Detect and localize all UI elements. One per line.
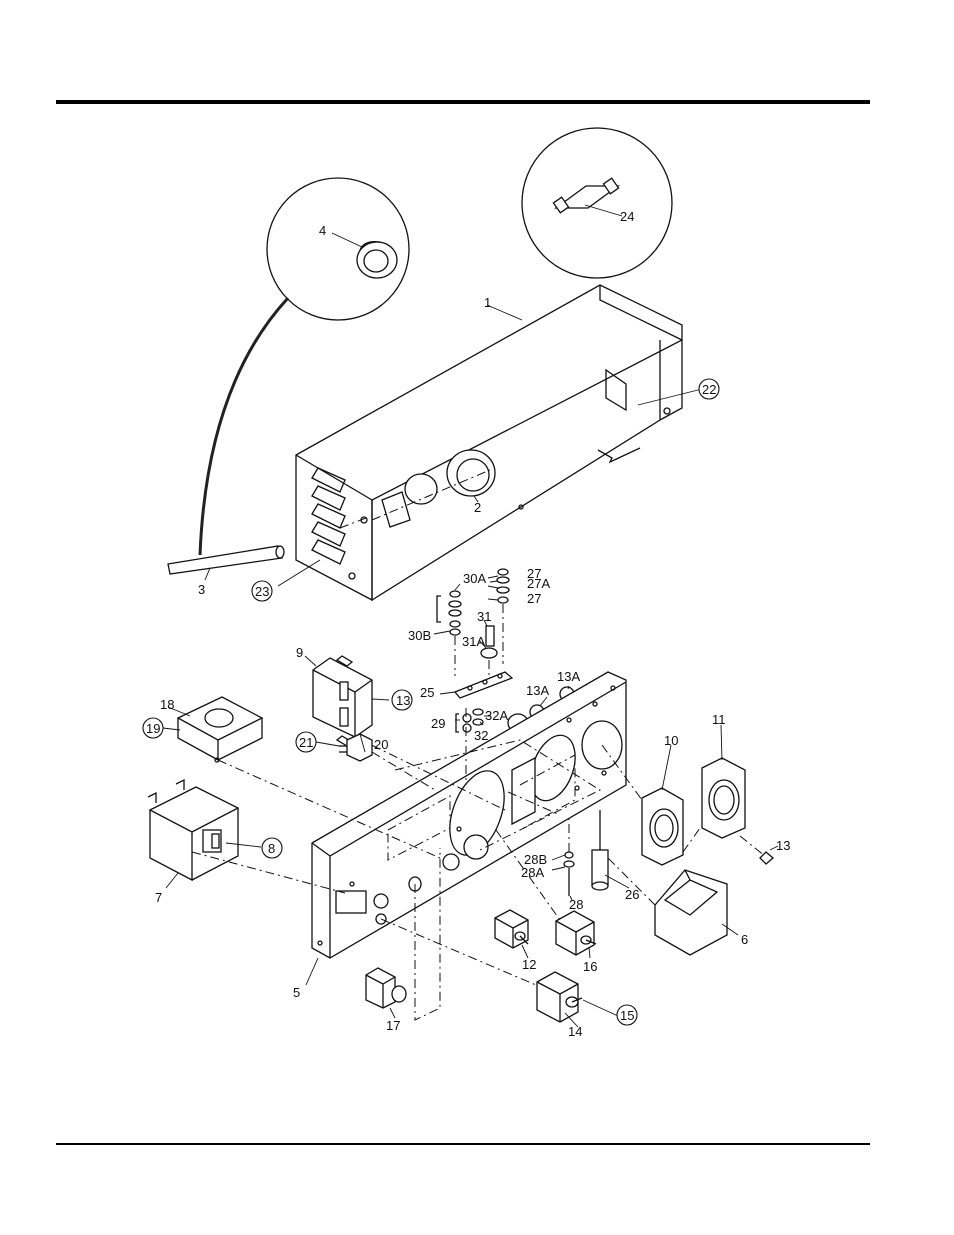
- callout-2: 2: [474, 500, 481, 515]
- callout-13a-right: 13A: [557, 669, 580, 684]
- callout-31a: 31A: [462, 634, 485, 649]
- callout-8: 8: [268, 841, 275, 856]
- cord-grommet: [447, 450, 495, 496]
- callout-5: 5: [293, 985, 300, 1000]
- callout-17: 17: [386, 1018, 400, 1033]
- callout-30b: 30B: [408, 628, 431, 643]
- callout-31: 31: [477, 609, 491, 624]
- callout-27a: 27A: [527, 576, 550, 591]
- control-box-housing: [296, 285, 682, 600]
- callout-13: 13: [396, 693, 410, 708]
- callout-28: 28: [569, 897, 583, 912]
- power-cord: [168, 298, 288, 574]
- standoff-and-screw: [552, 810, 629, 900]
- callout-1: 1: [484, 295, 491, 310]
- callout-7: 7: [155, 890, 162, 905]
- callout-18: 18: [160, 697, 174, 712]
- callout-32a: 32A: [485, 708, 508, 723]
- callout-24: 24: [620, 209, 634, 224]
- callout-28b: 28B: [524, 852, 547, 867]
- callout-29: 29: [431, 716, 445, 731]
- meter: [600, 850, 738, 955]
- callout-32: 32: [474, 728, 488, 743]
- callout-11: 11: [712, 712, 726, 727]
- callout-26: 26: [625, 887, 639, 902]
- callout-14: 14: [568, 1024, 582, 1039]
- callout-27-bottom: 27: [527, 591, 541, 606]
- callout-16: 16: [583, 959, 597, 974]
- twist-lock-receptacle-10: [642, 745, 683, 865]
- callout-6: 6: [741, 932, 748, 947]
- callout-19: 19: [146, 721, 160, 736]
- callout-20: 20: [374, 737, 388, 752]
- callout-10: 10: [664, 733, 678, 748]
- callout-13a-left: 13A: [526, 683, 549, 698]
- callout-9: 9: [296, 645, 303, 660]
- callout-13-right: 13: [776, 838, 790, 853]
- callout-3: 3: [198, 582, 205, 597]
- callout-30a: 30A: [463, 571, 486, 586]
- callout-23: 23: [255, 584, 269, 599]
- callout-12: 12: [522, 957, 536, 972]
- callout-25: 25: [420, 685, 434, 700]
- callout-4: 4: [319, 223, 326, 238]
- callout-15: 15: [620, 1008, 634, 1023]
- toggle-switch-12: [495, 910, 528, 958]
- callout-21: 21: [299, 735, 313, 750]
- detail-circle-fuse: [522, 128, 672, 278]
- callout-22: 22: [702, 382, 716, 397]
- callout-28a: 28A: [521, 865, 544, 880]
